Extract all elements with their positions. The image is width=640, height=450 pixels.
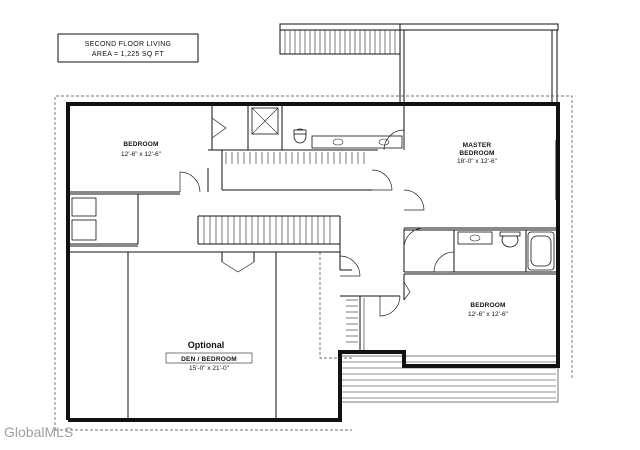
watermark-logo: GlobalMLS	[4, 424, 73, 440]
room-dimensions: 15'-0" x 21'-0"	[189, 365, 230, 372]
upper-deck	[279, 23, 559, 104]
room-name-line2: BEDROOM	[459, 150, 494, 157]
area-note: SECOND FLOOR LIVING AREA = 1,225 SQ FT	[57, 33, 199, 63]
optional-label: Optional	[188, 340, 225, 350]
roof-hatch	[339, 355, 559, 403]
area-note-title: SECOND FLOOR LIVING	[85, 41, 172, 48]
closet-rod-hatching	[225, 152, 365, 350]
bath-fixtures	[71, 107, 555, 271]
room-dimensions: 18'-0" x 12'-6"	[457, 158, 498, 165]
interior-stair	[203, 216, 331, 244]
room-dimensions: 12'-6" x 12'-6"	[468, 311, 509, 318]
deck-stair-treads	[284, 30, 396, 54]
interior-walls	[68, 104, 558, 420]
windows	[66, 140, 557, 421]
room-name: DEN / BEDROOM	[181, 356, 237, 363]
room-name: BEDROOM	[470, 302, 505, 309]
room-name-line1: MASTER	[463, 142, 492, 149]
room-bedroom-nw: BEDROOM 12'-6" x 12'-6"	[121, 141, 162, 158]
room-name: BEDROOM	[123, 141, 158, 148]
room-bedroom-se: BEDROOM 12'-6" x 12'-6"	[468, 302, 509, 318]
room-dimensions: 12'-6" x 12'-6"	[121, 151, 162, 158]
area-note-area: AREA = 1,225 SQ FT	[92, 51, 165, 58]
room-master-bedroom: MASTER BEDROOM 18'-0" x 12'-6"	[457, 142, 498, 165]
room-den: Optional DEN / BEDROOM 15'-0" x 21'-0"	[165, 340, 253, 372]
door-swings	[179, 117, 455, 317]
